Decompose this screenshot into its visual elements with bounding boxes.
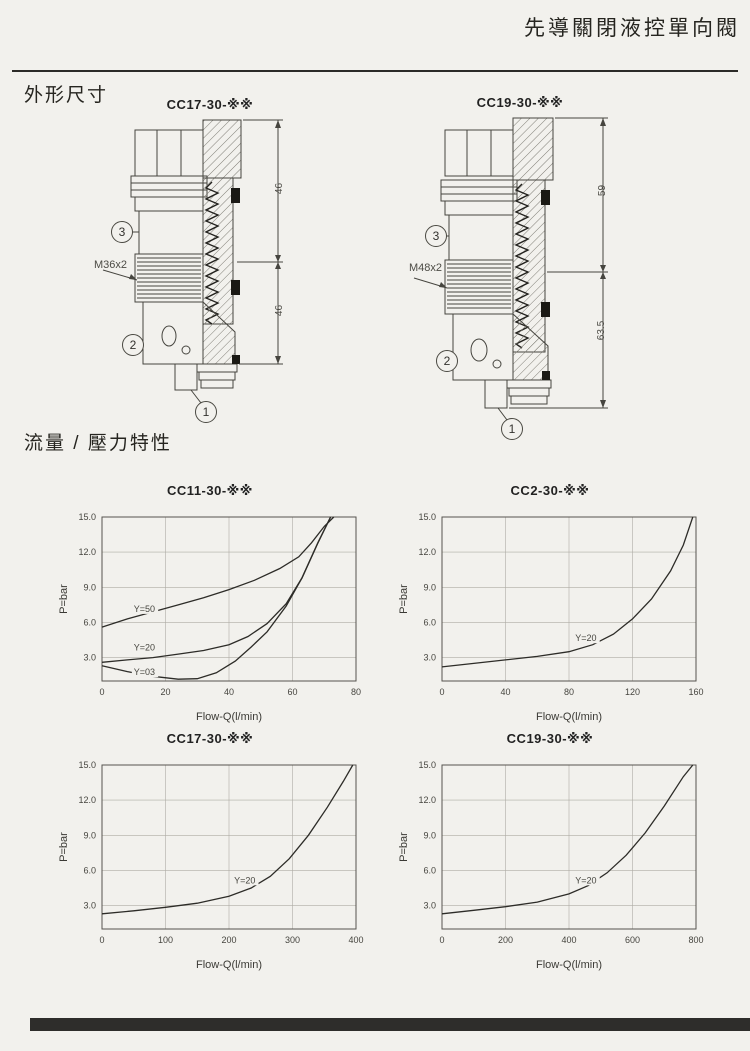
- svg-text:600: 600: [625, 935, 640, 945]
- chart-cc19-30: CC19-30-※※ 0 200 400 600 800 3.0 6.0 9.0 12.0 15.…: [390, 731, 710, 975]
- svg-text:Y=20: Y=20: [575, 875, 596, 885]
- thread-label-m36: M36x2: [94, 259, 128, 271]
- svg-text:6.0: 6.0: [83, 617, 96, 627]
- svg-text:9.0: 9.0: [83, 830, 96, 840]
- chart-cc17-30: CC17-30-※※ 0 100 200 300 400 3.0 6.0 9.0 12.0 15.…: [50, 731, 370, 975]
- thread-label-m48: M48x2: [409, 262, 443, 274]
- svg-text:Y=50: Y=50: [134, 604, 155, 614]
- chart-title-cc11: CC11-30-※※: [167, 483, 253, 498]
- svg-text:40: 40: [500, 687, 510, 697]
- svg-text:12.0: 12.0: [78, 795, 96, 805]
- svg-text:300: 300: [285, 935, 300, 945]
- valve-cross-section-cc17: [85, 112, 305, 437]
- drawing-title-cc17: CC17-30-※※: [166, 97, 254, 112]
- svg-text:Y=20: Y=20: [134, 643, 155, 653]
- balloon-1-cc17: 1: [195, 401, 217, 423]
- chart-canvas-cc19: 0 200 400 600 800 3.0 6.0 9.0 12.0 15.0P=barFlow-…: [398, 760, 704, 971]
- svg-text:Y=20: Y=20: [575, 633, 596, 643]
- svg-text:P=bar: P=bar: [58, 832, 70, 862]
- svg-text:800: 800: [688, 935, 703, 945]
- chart-title-cc2: CC2-30-※※: [510, 483, 590, 498]
- svg-text:Flow-Q(l/min): Flow-Q(l/min): [536, 959, 602, 971]
- drawing-title-cc19: CC19-30-※※: [476, 95, 564, 110]
- svg-text:P=bar: P=bar: [398, 584, 410, 614]
- section-flow-heading: 流量 / 壓力特性: [24, 433, 172, 454]
- valve-cross-section-cc19: [400, 112, 630, 462]
- balloon-1-cc19: 1: [501, 418, 523, 440]
- svg-text:15.0: 15.0: [78, 512, 96, 522]
- svg-text:3.0: 3.0: [83, 653, 96, 663]
- chart-canvas-cc11: 0 20 40 60 80 3.0 6.0 9.0 12.0 15.0P=barFlow-Q(l/…: [58, 512, 361, 723]
- svg-text:0: 0: [439, 687, 444, 697]
- svg-text:6.0: 6.0: [423, 865, 436, 875]
- svg-text:3.0: 3.0: [423, 653, 436, 663]
- svg-text:Flow-Q(l/min): Flow-Q(l/min): [196, 959, 262, 971]
- svg-text:3.0: 3.0: [83, 901, 96, 911]
- svg-text:20: 20: [160, 687, 170, 697]
- svg-text:200: 200: [221, 935, 236, 945]
- dim-46-bottom: 46: [274, 304, 286, 317]
- svg-text:Flow-Q(l/min): Flow-Q(l/min): [536, 711, 602, 723]
- svg-text:160: 160: [688, 687, 703, 697]
- balloon-3-cc19: 3: [425, 225, 447, 247]
- svg-text:15.0: 15.0: [418, 760, 436, 770]
- chart-title-cc17: CC17-30-※※: [166, 731, 254, 746]
- svg-text:80: 80: [351, 687, 361, 697]
- svg-text:12.0: 12.0: [418, 547, 436, 557]
- svg-text:80: 80: [564, 687, 574, 697]
- svg-text:P=bar: P=bar: [58, 584, 70, 614]
- top-rule: [12, 70, 738, 72]
- svg-text:12.0: 12.0: [78, 547, 96, 557]
- svg-text:6.0: 6.0: [83, 865, 96, 875]
- svg-text:60: 60: [287, 687, 297, 697]
- svg-text:40: 40: [224, 687, 234, 697]
- svg-text:15.0: 15.0: [418, 512, 436, 522]
- svg-text:0: 0: [99, 935, 104, 945]
- chart-canvas-cc17: 0 100 200 300 400 3.0 6.0 9.0 12.0 15.0P=barFlow-…: [58, 760, 364, 971]
- svg-text:Y=03: Y=03: [134, 667, 155, 677]
- svg-text:0: 0: [99, 687, 104, 697]
- page-title: 先導關閉液控單向閥: [524, 17, 740, 40]
- svg-text:100: 100: [158, 935, 173, 945]
- svg-text:0: 0: [439, 935, 444, 945]
- svg-text:9.0: 9.0: [423, 830, 436, 840]
- balloon-3-cc17: 3: [111, 221, 133, 243]
- svg-text:6.0: 6.0: [423, 617, 436, 627]
- svg-text:15.0: 15.0: [78, 760, 96, 770]
- svg-text:200: 200: [498, 935, 513, 945]
- svg-text:9.0: 9.0: [83, 582, 96, 592]
- svg-text:3.0: 3.0: [423, 901, 436, 911]
- valve-drawing-icon: [85, 112, 305, 432]
- svg-text:Y=20: Y=20: [234, 875, 255, 885]
- svg-text:12.0: 12.0: [418, 795, 436, 805]
- dim-59: 59: [597, 184, 609, 197]
- svg-text:Flow-Q(l/min): Flow-Q(l/min): [196, 711, 262, 723]
- chart-title-cc19: CC19-30-※※: [506, 731, 594, 746]
- dim-63-5: 63.5: [596, 320, 608, 341]
- valve-drawing-icon: [400, 112, 630, 457]
- dim-46-top: 46: [274, 182, 286, 195]
- svg-text:120: 120: [625, 687, 640, 697]
- svg-text:400: 400: [561, 935, 576, 945]
- balloon-2-cc17: 2: [122, 334, 144, 356]
- svg-text:400: 400: [348, 935, 363, 945]
- footer-bar: [30, 1018, 750, 1031]
- section-dimensions-heading: 外形尺寸: [24, 85, 109, 106]
- chart-canvas-cc2: 0 40 80 120 160 3.0 6.0 9.0 12.0 15.0P=barFlow-Q(…: [398, 512, 704, 723]
- svg-text:9.0: 9.0: [423, 582, 436, 592]
- svg-text:P=bar: P=bar: [398, 832, 410, 862]
- balloon-2-cc19: 2: [436, 350, 458, 372]
